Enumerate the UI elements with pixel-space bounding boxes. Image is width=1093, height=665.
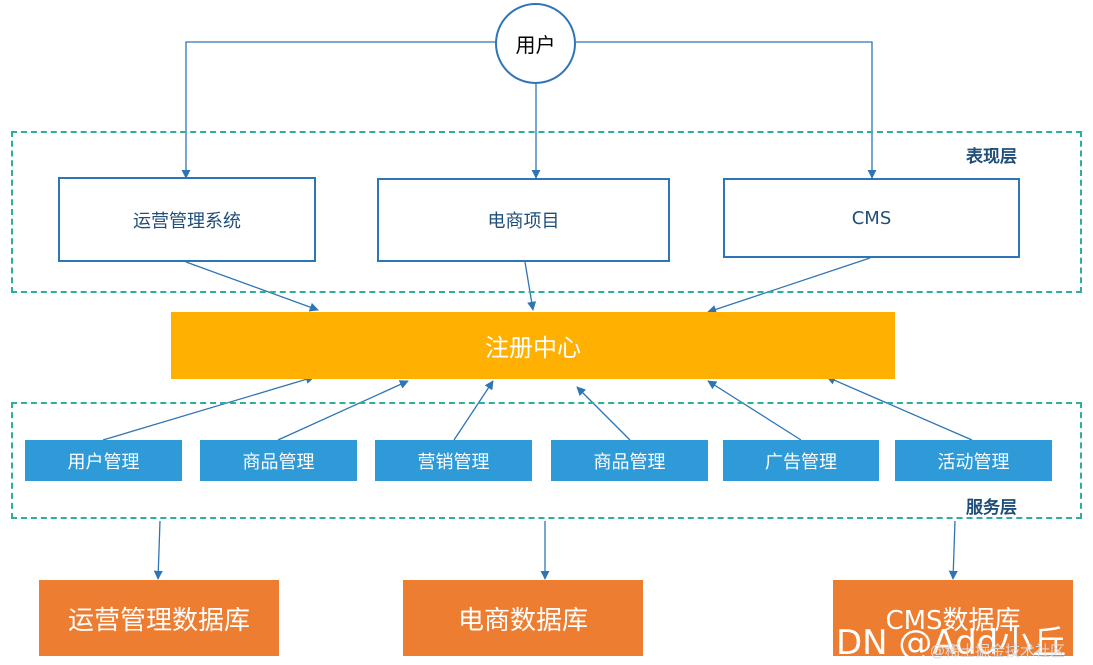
database-label: 运营管理数据库 bbox=[67, 605, 250, 636]
arrow-svc1-to-registry bbox=[102, 374, 315, 441]
database-label: CMS数据库 bbox=[885, 605, 1021, 636]
database-label: 电商数据库 bbox=[457, 605, 588, 636]
service-product-mgmt: 商品管理 bbox=[200, 440, 357, 481]
presentation-layer-label: 表现层 bbox=[966, 147, 1017, 167]
service-product-mgmt-2: 商品管理 bbox=[551, 440, 708, 481]
arrow-to-cms-db bbox=[948, 520, 958, 580]
arrow-svc4-to-registry bbox=[576, 386, 631, 441]
service-label: 商品管理 bbox=[242, 451, 315, 473]
service-label: 用户管理 bbox=[67, 451, 140, 473]
arrow-to-ops-db bbox=[153, 520, 163, 580]
watermark-text: DN @Add小丘 bbox=[836, 623, 1067, 663]
registry-center: 注册中心 bbox=[171, 312, 895, 379]
app-label: CMS bbox=[851, 207, 892, 229]
database-ecommerce: 电商数据库 bbox=[403, 580, 643, 656]
service-label: 广告管理 bbox=[765, 451, 837, 473]
service-layer-label: 服务层 bbox=[966, 498, 1017, 518]
service-user-mgmt: 用户管理 bbox=[25, 440, 182, 481]
arrow-ops-to-registry bbox=[185, 261, 319, 312]
app-box-cms: CMS bbox=[723, 178, 1020, 258]
service-marketing-mgmt: 营销管理 bbox=[375, 440, 532, 481]
database-cms: CMS数据库 bbox=[833, 580, 1073, 656]
app-label: 电商项目 bbox=[487, 211, 560, 232]
registry-label: 注册中心 bbox=[485, 334, 581, 362]
app-label: 运营管理系统 bbox=[133, 210, 241, 232]
presentation-layer bbox=[11, 131, 1082, 293]
app-box-ops-system: 运营管理系统 bbox=[58, 177, 316, 262]
arrow-svc2-to-registry bbox=[277, 380, 409, 441]
app-box-ecommerce: 电商项目 bbox=[377, 178, 670, 262]
user-node: 用户 bbox=[495, 3, 576, 84]
arrow-svc5-to-registry bbox=[707, 380, 802, 441]
arrow-svc6-to-registry bbox=[826, 376, 973, 441]
database-ops: 运营管理数据库 bbox=[39, 580, 279, 656]
service-label: 活动管理 bbox=[937, 451, 1010, 473]
service-layer bbox=[11, 402, 1082, 519]
arrow-cms-to-registry bbox=[707, 257, 871, 314]
arrow-svc3-to-registry bbox=[453, 380, 494, 441]
service-label: 商品管理 bbox=[593, 451, 666, 473]
watermark-subtext: @稀土掘金技术社区 bbox=[930, 642, 1066, 660]
service-activity-mgmt: 活动管理 bbox=[895, 440, 1052, 481]
arrow-ecommerce-to-registry bbox=[524, 261, 537, 311]
service-label: 营销管理 bbox=[417, 451, 490, 473]
service-ad-mgmt: 广告管理 bbox=[723, 440, 879, 481]
user-label: 用户 bbox=[515, 33, 556, 57]
